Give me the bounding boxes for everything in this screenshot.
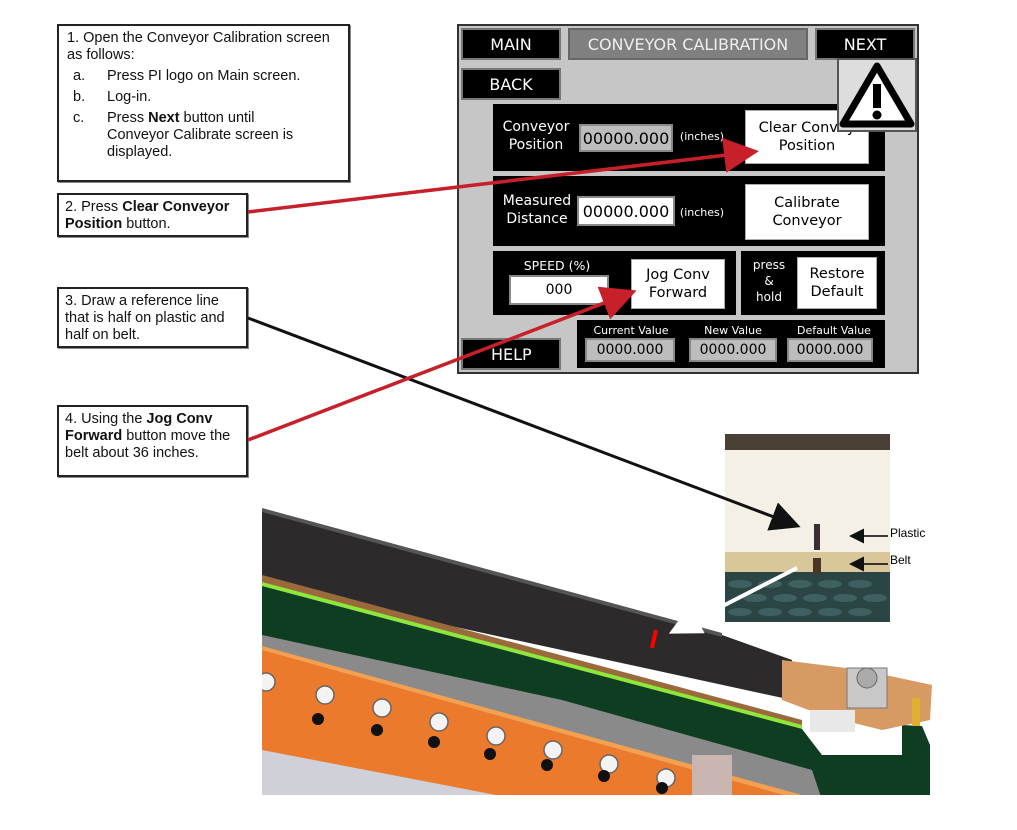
step-1-box: 1. Open the Conveyor Calibration screen … bbox=[57, 24, 350, 182]
reference-mark bbox=[650, 629, 658, 649]
arrow-step-3 bbox=[247, 316, 801, 531]
step-1a: a.Press PI logo on Main screen. bbox=[73, 68, 301, 84]
current-value: 0000.000 bbox=[585, 338, 675, 362]
step-3-box: 3. Draw a reference line that is half on… bbox=[57, 287, 248, 348]
back-button[interactable]: BACK bbox=[461, 68, 561, 100]
step-1-lead: 1. Open the Conveyor Calibration screen … bbox=[67, 30, 330, 63]
arrow-photo-to-belt bbox=[668, 566, 798, 634]
units-label: (inches) bbox=[679, 130, 725, 143]
conveyor-position-value: 00000.000 bbox=[579, 124, 673, 152]
arrow-step-4 bbox=[247, 286, 637, 442]
belt-label: Belt bbox=[890, 553, 911, 567]
units-label: (inches) bbox=[679, 206, 725, 219]
arrow-step-2 bbox=[247, 137, 759, 214]
screen-title: CONVEYOR CALIBRATION bbox=[568, 28, 808, 60]
step-1c: c.Press Next button until Conveyor Calib… bbox=[73, 110, 294, 160]
default-value: 0000.000 bbox=[787, 338, 873, 362]
conveyor-calibration-screen: MAIN CONVEYOR CALIBRATION NEXT BACK Conv… bbox=[457, 24, 919, 374]
warning-icon bbox=[839, 62, 915, 128]
current-value-label: Current Value bbox=[593, 324, 669, 337]
step-1b: b.Log-in. bbox=[73, 89, 152, 105]
warning-button[interactable] bbox=[837, 58, 917, 132]
plastic-label: Plastic bbox=[890, 526, 926, 540]
new-value: 0000.000 bbox=[689, 338, 777, 362]
new-value-label: New Value bbox=[704, 324, 762, 337]
next-button[interactable]: NEXT bbox=[815, 28, 915, 60]
conveyor-drawing bbox=[262, 508, 932, 795]
step-4-box: 4. Using the Jog Conv Forward button mov… bbox=[57, 405, 248, 477]
default-value-label: Default Value bbox=[797, 324, 871, 337]
speed-input[interactable]: 000 bbox=[509, 275, 609, 305]
conveyor-illustration bbox=[262, 500, 962, 795]
measured-distance-input[interactable]: 00000.000 bbox=[577, 196, 675, 226]
gauges bbox=[262, 672, 676, 788]
press-hold-label: press&hold bbox=[752, 258, 786, 304]
step-2-box: 2. Press Clear Conveyor Position button. bbox=[57, 193, 248, 237]
main-button[interactable]: MAIN bbox=[461, 28, 561, 60]
speed-label: SPEED (%) bbox=[523, 258, 591, 273]
values-panel: Current Value 0000.000 New Value 0000.00… bbox=[577, 320, 885, 368]
knobs bbox=[312, 713, 668, 794]
